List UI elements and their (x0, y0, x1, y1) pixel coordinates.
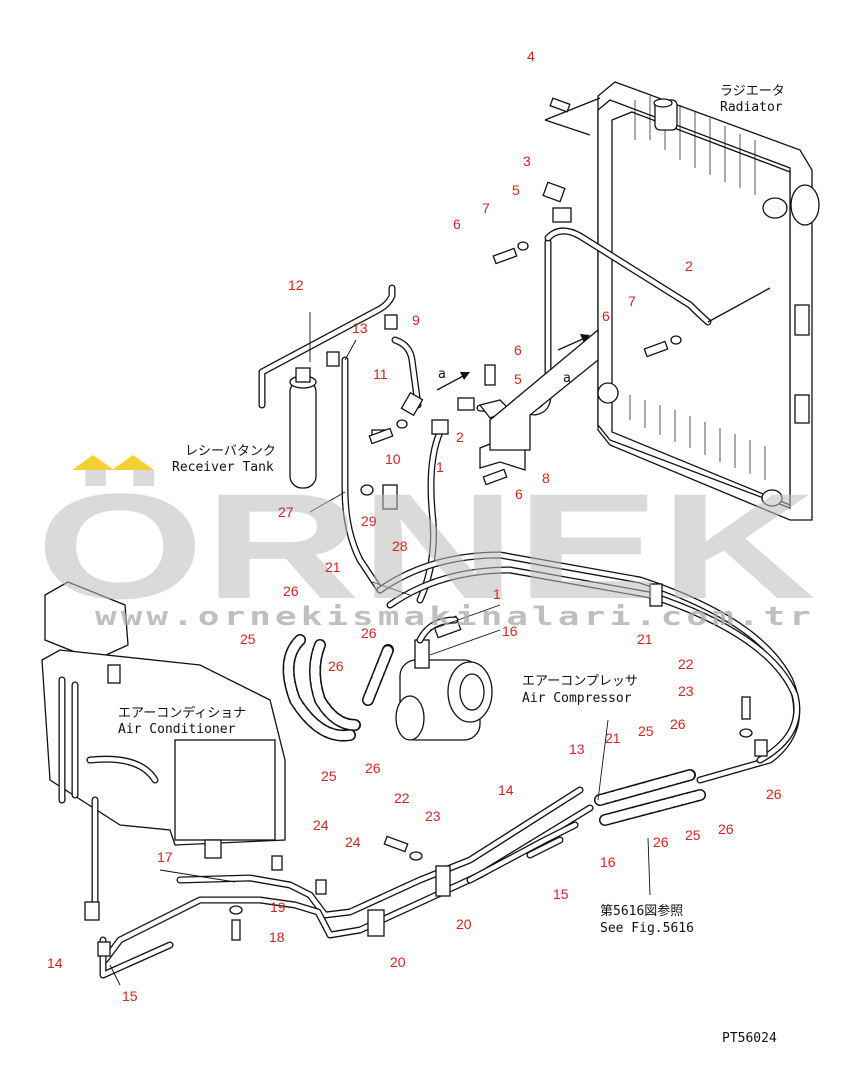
view-a-label-2: a (563, 371, 571, 386)
radiator (544, 81, 820, 521)
air-conditioner (41, 581, 286, 979)
part-number: 20 (456, 916, 472, 932)
watermark-accent-right (112, 455, 154, 470)
part-number: 1 (436, 459, 444, 475)
part-number: 26 (766, 786, 782, 802)
part-number: 26 (718, 821, 734, 837)
part-number: 28 (392, 538, 408, 554)
radiator-label-en: Radiator (720, 100, 783, 115)
part-number: 10 (385, 451, 401, 467)
part-number: 24 (313, 817, 329, 833)
air-compressor (395, 615, 493, 741)
part-number: 25 (321, 768, 337, 784)
part-number: 26 (653, 834, 669, 850)
part-number: 24 (345, 834, 361, 850)
part-number: 15 (553, 886, 569, 902)
part-number: 19 (270, 899, 286, 915)
watermark-accent-left (72, 455, 114, 470)
part-number: 16 (600, 854, 616, 870)
part-number: 23 (678, 683, 694, 699)
receiver-tank (258, 284, 496, 604)
drawing-number: PT56024 (722, 1031, 777, 1046)
part-number: 21 (637, 631, 653, 647)
radiator-label-jp: ラジエータ (720, 84, 785, 99)
part-number: 26 (365, 760, 381, 776)
part-number: 26 (361, 625, 377, 641)
see-fig-label-jp: 第5616図参照 (600, 903, 683, 919)
part-number: 20 (390, 954, 406, 970)
part-number: 7 (628, 293, 636, 309)
part-number: 14 (498, 782, 514, 798)
part-number: 26 (670, 716, 686, 732)
part-number: 13 (569, 741, 585, 757)
watermark-brand: ÖRNEK (36, 462, 816, 630)
part-number: 6 (453, 216, 461, 232)
part-number: 6 (514, 342, 522, 358)
part-number: 2 (685, 258, 693, 274)
part-number: 14 (47, 955, 63, 971)
part-number: 21 (605, 730, 621, 746)
part-number: 1 (493, 586, 501, 602)
part-number: 22 (678, 656, 694, 672)
view-arrows (436, 328, 599, 451)
part-number: 6 (602, 308, 610, 324)
part-number: 5 (512, 182, 520, 198)
part-number: 5 (514, 371, 522, 387)
part-number: 13 (352, 320, 368, 336)
compressor-label-jp: エアーコンプレッサ (522, 674, 638, 689)
part-number: 21 (325, 559, 341, 575)
part-number: 9 (412, 312, 420, 328)
part-number: 22 (394, 790, 410, 806)
part-numbers: 4 3 5 7 6 2 7 6 12 13 9 6 5 11 2 10 1 8 … (47, 48, 782, 1004)
receiver-label-jp: レシーバタンク (185, 444, 276, 459)
part-number: 26 (328, 658, 344, 674)
leader-lines (109, 312, 651, 986)
part-number: 17 (157, 849, 173, 865)
part-number: 15 (122, 988, 138, 1004)
aircon-label-en: Air Conditioner (118, 722, 236, 737)
bolts (229, 97, 753, 941)
receiver-label-en: Receiver Tank (172, 460, 274, 475)
part-number: 7 (482, 200, 490, 216)
watermark-url: www.ornekismakinalari.com.tr (95, 602, 815, 632)
part-number: 8 (542, 470, 550, 486)
part-number: 25 (685, 827, 701, 843)
part-number: 11 (373, 366, 388, 382)
part-number: 27 (278, 504, 294, 520)
part-number: 16 (502, 623, 518, 639)
aircon-label-jp: エアーコンディショナ (118, 705, 246, 721)
part-number: 3 (523, 153, 531, 169)
part-number: 25 (240, 631, 256, 647)
part-number: 26 (283, 583, 299, 599)
see-fig-label-en: See Fig.5616 (600, 921, 694, 936)
part-number: 25 (638, 723, 654, 739)
part-number: 6 (515, 486, 523, 502)
part-number: 23 (425, 808, 441, 824)
part-number: 29 (361, 513, 377, 529)
hoses (282, 634, 706, 826)
part-number: 2 (456, 429, 464, 445)
part-number: 4 (527, 48, 535, 64)
part-number: 18 (269, 929, 285, 945)
view-a-label-1: a (438, 367, 446, 382)
watermark: ÖRNEK www.ornekismakinalari.com.tr (36, 455, 816, 632)
compressor-label-en: Air Compressor (522, 691, 632, 706)
part-number: 12 (288, 277, 304, 293)
main-pipe-run (101, 551, 801, 964)
